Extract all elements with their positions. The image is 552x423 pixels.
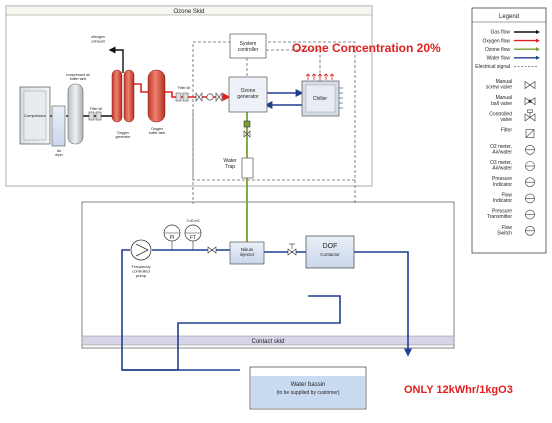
ozone-line-valves — [243, 120, 251, 138]
pressure-indicator: PI — [163, 224, 181, 250]
legend-line-item: Electrical signal — [475, 64, 538, 70]
legend-arrow-icon — [536, 38, 540, 43]
energy-annotation: ONLY 12kWhr/1kgO3 — [404, 384, 513, 396]
pressure-transmitter-icon — [525, 209, 535, 220]
ft-label: FT — [190, 235, 196, 241]
legend-arrow-icon — [536, 55, 540, 60]
chiller: Chiller — [301, 73, 343, 117]
o2-meter-icon — [525, 145, 535, 155]
flow-switch-icon — [525, 226, 535, 236]
water-basin-subtitle: (to be supplied by customer) — [276, 390, 339, 396]
dof-title: DOF — [323, 243, 338, 250]
filter-kit-2: Filter kit — [175, 86, 190, 102]
legend-title: Legend — [499, 14, 519, 20]
legend-symbol-item: Filter — [501, 128, 535, 138]
compressor: Compressor — [19, 86, 51, 145]
filter-kit-2-label: Filter kit — [178, 86, 190, 90]
flow-range-label: 0-00 m3 — [187, 219, 200, 223]
legend-line-label: Water flow — [487, 56, 511, 62]
legend-symbol-label: O3 meter,Air/water — [490, 160, 512, 172]
water-flow-lines — [121, 89, 412, 371]
legend-symbol-item: O3 meter,Air/water — [490, 160, 535, 172]
flow-indicator-icon — [525, 193, 535, 204]
contact-skid-title: Contact skid — [251, 339, 284, 345]
legend-line-item: Oxygen flow — [482, 38, 540, 44]
water-line-valve — [207, 243, 297, 256]
ball-valve-icon — [524, 97, 536, 106]
compressor-label: Compressor — [24, 113, 46, 118]
pressure-indicator-icon — [525, 177, 535, 187]
legend-line-item: Water flow — [487, 56, 540, 62]
controlled-valve-icon — [524, 109, 536, 122]
legend-line-label: Ozone flow — [485, 47, 510, 53]
pi-label: PI — [170, 235, 175, 241]
legend-line-item: Ozone flow — [485, 47, 540, 53]
oxygen-line-valves — [195, 92, 223, 102]
water-basin: Water bassin (to be supplied by customer… — [249, 366, 367, 410]
legend-arrow-icon — [536, 30, 540, 34]
dof-subtitle: Contactor — [320, 252, 340, 257]
filter-kit-1: Filter kit — [88, 107, 102, 121]
filter-icon — [525, 129, 535, 138]
legend-symbol-item: O2 meter,Air/water — [490, 144, 535, 156]
filter-kit-1-label: Filter kit — [90, 107, 102, 111]
legend-line-label: Gas flow — [491, 30, 511, 36]
legend-line-label: Oxygen flow — [482, 38, 510, 44]
ozone-concentration-annotation: Ozone Concentration 20% — [292, 41, 441, 55]
legend-line-item: Gas flow — [491, 30, 540, 36]
chiller-label: Chiller — [313, 96, 328, 102]
screw-valve-icon — [524, 80, 536, 90]
water-basin-title: Water bassin — [291, 382, 326, 388]
o3-meter-icon — [525, 161, 535, 171]
flow-transmitter: FT 0-00 m3 — [184, 219, 202, 250]
dof-contactor: DOF Contactor — [305, 235, 355, 269]
ozone-skid-title: Ozone Skid — [173, 9, 204, 15]
legend-symbol-label: O2 meter,Air/water — [490, 144, 512, 156]
legend-line-label: Electrical signal — [475, 64, 510, 70]
legend-symbol-label: Filter — [501, 128, 512, 134]
legend-arrow-icon — [536, 47, 540, 52]
